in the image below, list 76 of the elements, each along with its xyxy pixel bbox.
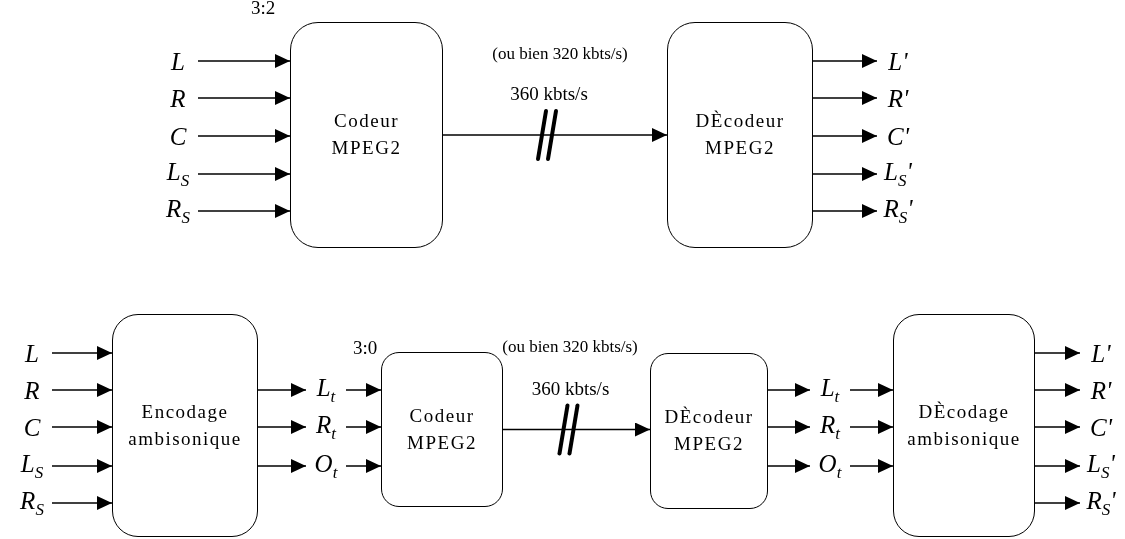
arrow [51, 459, 113, 473]
process-box [650, 353, 768, 509]
arrow [849, 383, 894, 397]
arrow [197, 167, 291, 181]
signal-label: R' [887, 85, 909, 111]
signal-label: C' [887, 123, 909, 149]
arrow [767, 459, 811, 473]
box-label: Codeur MPEG2 [330, 109, 403, 160]
arrow [849, 420, 894, 434]
bitrate-note: (ou bien 320 kbts/s) [492, 44, 628, 64]
arrow [812, 54, 878, 68]
signal-label: O$_{t}$ [818, 451, 842, 481]
signal-label: R$_{S}$' [1086, 488, 1116, 518]
arrow [51, 420, 113, 434]
signal-label: R$_{t}$ [820, 412, 840, 442]
signal-label: L$_{t}$ [820, 375, 840, 405]
signal-label: L' [888, 48, 908, 74]
signal-label: L$_{t}$ [316, 375, 336, 405]
bitrate-note: (ou bien 320 kbts/s) [502, 337, 638, 357]
arrow [442, 128, 668, 142]
signal-label: O$_{t}$ [314, 451, 338, 481]
signal-label: L' [1091, 340, 1111, 366]
process-box [112, 314, 258, 537]
edge-label: 360 kbts/s [510, 83, 588, 105]
arrow [197, 54, 291, 68]
arrow [812, 91, 878, 105]
signal-label: C [169, 123, 187, 149]
edge-label: 360 kbts/s [531, 377, 610, 400]
signal-label: R$_{S}$' [883, 196, 913, 226]
arrow [345, 420, 382, 434]
process-box [893, 314, 1035, 537]
signal-label: L$_{S}$' [1087, 451, 1115, 481]
signal-label: L [171, 48, 185, 74]
arrow [849, 459, 894, 473]
arrow [197, 91, 291, 105]
arrow [345, 383, 382, 397]
box-label: DÈcodeur MPEG2 [664, 405, 754, 456]
process-box [667, 22, 813, 248]
arrow [51, 346, 113, 360]
arrow [812, 204, 878, 218]
signal-label: L$_{S}$ [166, 159, 190, 189]
signal-label: R$_{S}$ [20, 488, 44, 518]
arrow [345, 459, 382, 473]
signal-label: R [170, 85, 186, 111]
signal-label: C [23, 414, 41, 440]
signal-label: L$_{S}$ [20, 451, 44, 481]
arrow [1034, 420, 1081, 434]
signal-label: L$_{S}$' [884, 159, 912, 189]
signal-label: R$_{S}$ [166, 196, 190, 226]
arrow [51, 383, 113, 397]
arrow [1034, 459, 1081, 473]
arrow [1034, 383, 1081, 397]
arrow [51, 496, 113, 510]
channel-format-label: 3:2 [251, 0, 276, 19]
signal-label: R' [1090, 377, 1112, 403]
arrow [197, 204, 291, 218]
arrow [257, 459, 307, 473]
arrow [502, 422, 651, 437]
signal-label: R$_{t}$ [316, 412, 336, 442]
arrow [1034, 496, 1081, 510]
arrow [197, 129, 291, 143]
arrow [257, 383, 307, 397]
signal-label: C' [1090, 414, 1112, 440]
box-label: DÈcodage ambisonique [907, 399, 1021, 451]
arrow [767, 383, 811, 397]
arrow [812, 129, 878, 143]
signal-label: L [25, 340, 39, 366]
channel-format-label: 3:0 [353, 337, 378, 359]
arrow [257, 420, 307, 434]
box-label: Codeur MPEG2 [406, 403, 478, 455]
arrow [767, 420, 811, 434]
arrow [812, 167, 878, 181]
box-label: DÈcodeur MPEG2 [694, 109, 786, 160]
arrow [1034, 346, 1081, 360]
box-label: Encodage ambisonique [128, 399, 242, 451]
signal-label: R [24, 377, 40, 403]
